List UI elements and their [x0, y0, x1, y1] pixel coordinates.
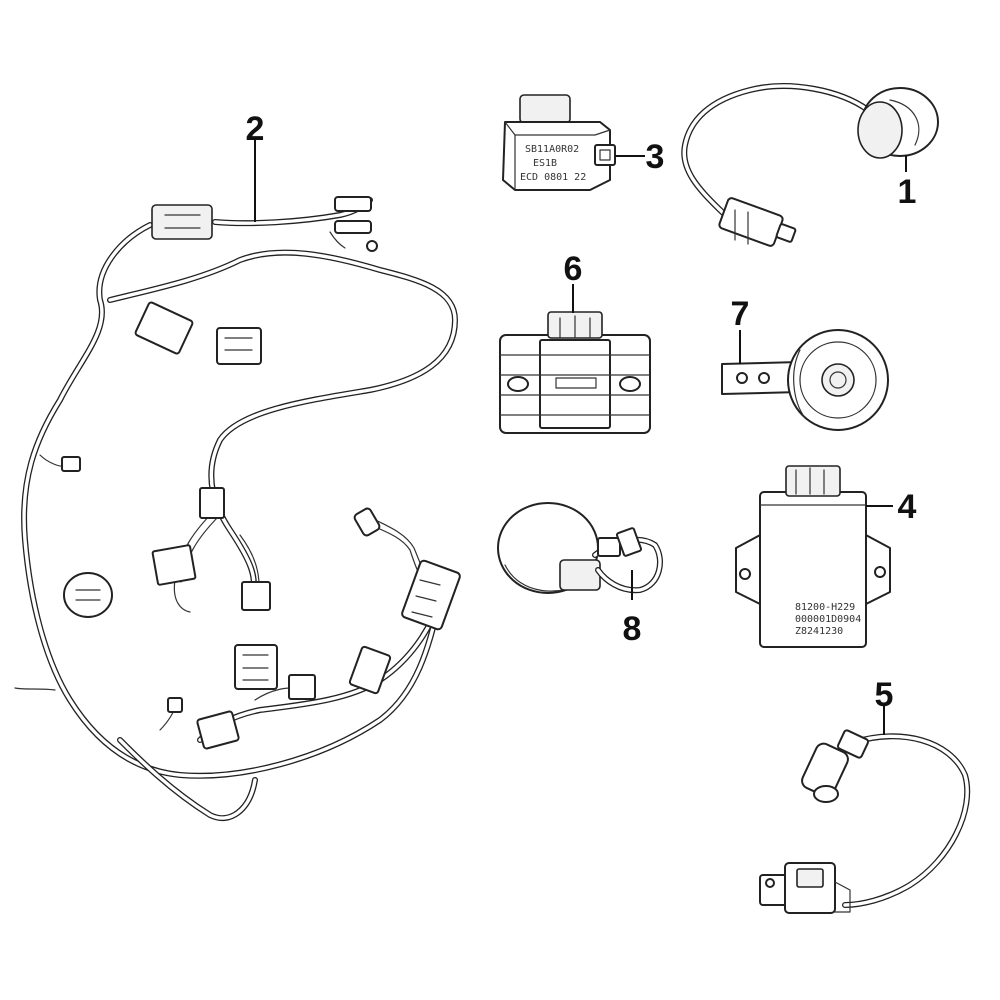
callout-3: 3	[646, 138, 665, 176]
relay-label-1: SB11A0R02	[525, 144, 579, 155]
cdi-label-2: 000001D0904	[795, 614, 861, 625]
switch-with-lead	[681, 83, 939, 247]
callout-2: 2	[246, 110, 265, 148]
callout-4: 4	[898, 488, 917, 526]
wiring-harness	[14, 196, 461, 822]
cdi-label-3: Z8241230	[795, 626, 843, 637]
relay: SB11A0R02 ES1B ECD 0801 22	[502, 94, 616, 191]
starter-relay	[497, 502, 663, 594]
callout-8: 8	[623, 610, 642, 648]
callout-1: 1	[898, 173, 917, 211]
cdi-label-1: 81200-H229	[795, 602, 855, 613]
callout-5: 5	[875, 676, 894, 714]
horn	[721, 329, 889, 431]
ignition-coil	[759, 729, 971, 914]
relay-label-3: ECD 0801 22	[520, 172, 586, 183]
relay-label-2: ES1B	[533, 158, 557, 169]
cdi-unit: 81200-H229 000001D0904 Z8241230	[735, 465, 891, 648]
callout-6: 6	[564, 250, 583, 288]
regulator-rectifier	[499, 311, 651, 434]
callout-7: 7	[731, 295, 750, 333]
